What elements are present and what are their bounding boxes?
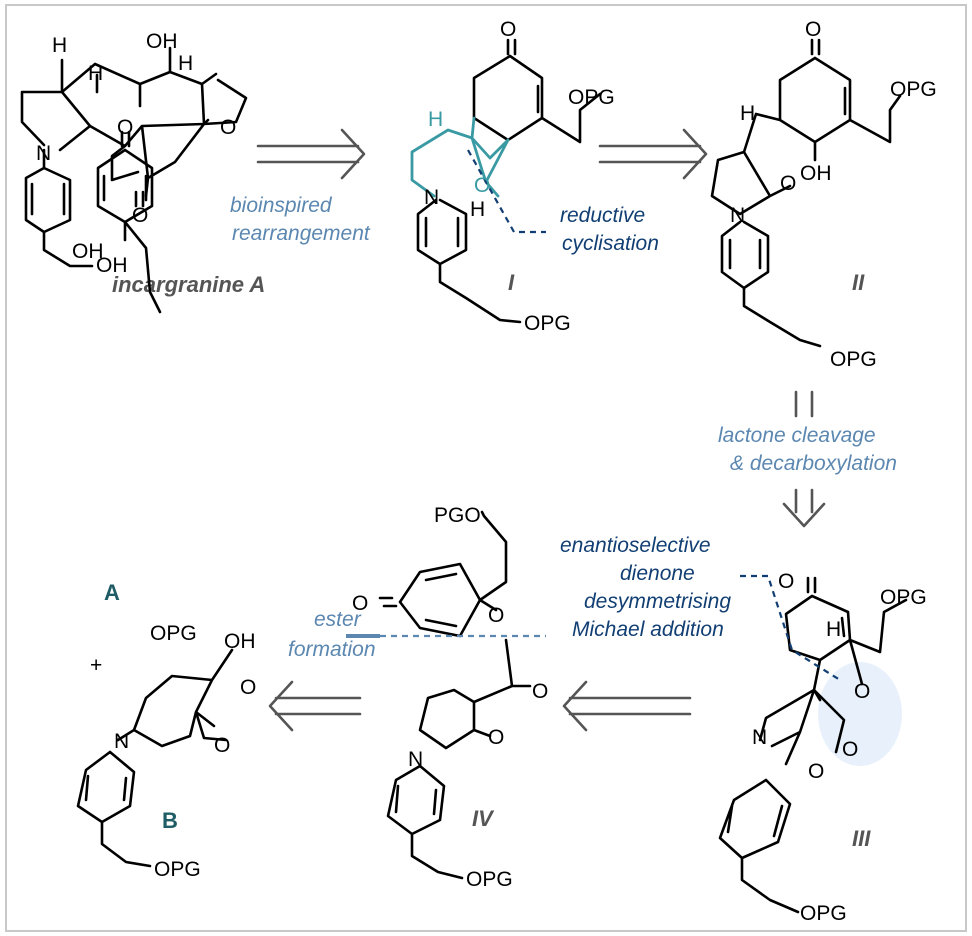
atom-opg: OPG: [150, 622, 197, 645]
compound-i-structure: H O OPG O N H OPG I: [410, 18, 615, 335]
compound-label-b: B: [162, 808, 178, 833]
atom-o: O: [500, 18, 516, 41]
step-label-formation: formation: [288, 638, 376, 661]
step-label-enantioselective: enantioselective: [560, 534, 711, 557]
atom-n: N: [114, 730, 129, 753]
step-label-bioinspired: bioinspired: [230, 194, 333, 217]
atom-h: H: [88, 62, 103, 85]
step-label-ester: ester: [314, 608, 362, 631]
compound-name-incargranine-a: incargranine A: [112, 272, 265, 297]
atom-opg: OPG: [890, 78, 937, 101]
atom-o: O: [240, 676, 256, 699]
atom-o: O: [778, 570, 794, 593]
atom-o: O: [352, 592, 368, 615]
atom-o: O: [474, 174, 490, 197]
atom-o: O: [220, 116, 236, 139]
step-label-decarboxylation: & decarboxylation: [730, 452, 897, 475]
atom-opg: OPG: [568, 86, 615, 109]
compound-label-iii: III: [852, 826, 871, 851]
retro-arrow-4: [562, 680, 692, 732]
atom-opg: OPG: [466, 868, 513, 891]
compound-label-iv: IV: [472, 806, 495, 831]
compound-label-i: I: [508, 270, 515, 295]
atom-o: O: [488, 726, 504, 749]
compound-label-ii: II: [852, 270, 865, 295]
atom-oh: OH: [146, 30, 178, 53]
atom-oh: OH: [96, 254, 128, 277]
step-label-michael-addition: Michael addition: [572, 618, 724, 641]
compound-label-a: A: [104, 580, 120, 605]
atom-o: O: [842, 738, 858, 761]
atom-pgo: PGO: [434, 504, 481, 527]
frame: [5, 4, 967, 932]
atom-opg: OPG: [800, 902, 847, 925]
retro-arrow-2: [598, 128, 708, 180]
atom-n: N: [752, 726, 767, 749]
plus-sign: +: [90, 654, 102, 677]
atom-opg: OPG: [524, 312, 571, 335]
step-label-desymmetrising: desymmetrising: [584, 590, 731, 613]
step-label-rearrangement: rearrangement: [232, 222, 371, 245]
atom-oh: OH: [224, 630, 256, 653]
atom-h: H: [470, 198, 485, 221]
atom-opg: OPG: [830, 348, 877, 371]
step-label-dienone: dienone: [620, 562, 695, 585]
atom-oh: OH: [72, 240, 104, 263]
incargranine-a-structure: H OH H H O N O OH incargranine A: [20, 30, 265, 297]
retro-arrow-5: [268, 680, 362, 732]
atom-h: H: [826, 618, 841, 641]
atom-o: O: [780, 172, 796, 195]
atom-o: O: [805, 18, 821, 41]
atom-n: N: [36, 142, 51, 165]
step-label-reductive: reductive: [560, 204, 645, 227]
atom-h: H: [428, 108, 443, 131]
retro-arrow-3: [782, 390, 826, 528]
compound-b-structure: OH O N O OPG B: [76, 630, 256, 881]
atom-h: H: [740, 102, 755, 125]
atom-n: N: [424, 186, 439, 209]
atom-opg: OPG: [880, 586, 927, 609]
atom-n: N: [730, 204, 745, 227]
atom-o: O: [488, 604, 504, 627]
atom-opg: OPG: [154, 858, 201, 881]
atom-o: O: [117, 116, 133, 139]
compound-iii-structure: O OPG H O N O O OPG III: [718, 570, 927, 925]
atom-o: O: [214, 734, 230, 757]
step-label-lactone-cleavage: lactone cleavage: [718, 424, 876, 447]
step-label-cyclisation: cyclisation: [562, 232, 659, 255]
compound-ii-structure: O OPG H OH O N OPG II: [710, 18, 937, 371]
atom-o: O: [808, 760, 824, 783]
atom-h: H: [52, 34, 67, 57]
atom-n: N: [408, 748, 423, 771]
atom-o: O: [854, 680, 870, 703]
retro-arrow-1: [256, 128, 366, 180]
compound-a-structure: O OH OPG A: [72, 116, 197, 645]
atom-h: H: [178, 52, 193, 75]
atom-oh: OH: [800, 162, 832, 185]
compound-iv-structure: PGO O O O N O OPG IV: [346, 504, 548, 891]
atom-o: O: [532, 680, 548, 703]
